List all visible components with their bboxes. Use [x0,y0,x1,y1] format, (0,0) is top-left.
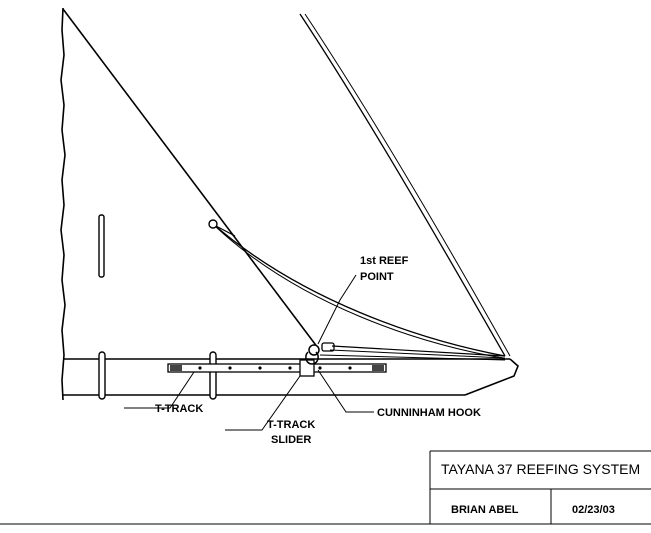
reef-line-boom-2 [329,349,506,359]
reef-line-boom-1 [331,345,506,357]
hook-fitting [321,342,335,352]
label-cunningham-hook: CUNNINHAM HOOK [377,407,481,419]
leader-t-track [124,371,195,409]
t-track-holes [198,366,352,370]
label-t-track-slider-1: T-TRACK [267,419,315,431]
label-t-track-slider-2: SLIDER [271,434,311,446]
mast-edge [60,7,66,401]
title-block-author: BRIAN ABEL [451,504,519,516]
title-block: TAYANA 37 REEFING SYSTEM BRIAN ABEL 02/2… [0,450,651,525]
t-track [167,363,387,373]
reef-grommet-tie [215,225,236,237]
leech-line-inner [304,13,511,357]
reef-line-curve-inner [215,226,504,359]
title-block-title: TAYANA 37 REEFING SYSTEM [441,461,640,477]
boom-ring-2 [209,351,217,400]
leader-t-track-slider [225,375,301,431]
sail-leech [62,8,319,349]
leech-line-outer [299,13,506,357]
label-reef-point-2: POINT [360,271,394,283]
boom-ring-1 [98,351,106,400]
label-reef-point-1: 1st REEF [360,255,409,267]
reef-line-curve-outer [211,222,506,357]
boom-end [464,358,519,396]
leader-cunningham-hook [317,369,374,413]
leader-reef-point [317,274,357,345]
mast-slide [98,214,105,278]
cunningham-hook-icon [305,351,319,365]
title-block-date: 02/23/03 [572,504,615,516]
reef-line-boom-3 [319,354,506,361]
t-track-end-left [170,365,182,371]
reef-grommet-icon [208,219,218,229]
label-t-track: T-TRACK [155,403,203,415]
t-track-end-right [372,365,384,371]
